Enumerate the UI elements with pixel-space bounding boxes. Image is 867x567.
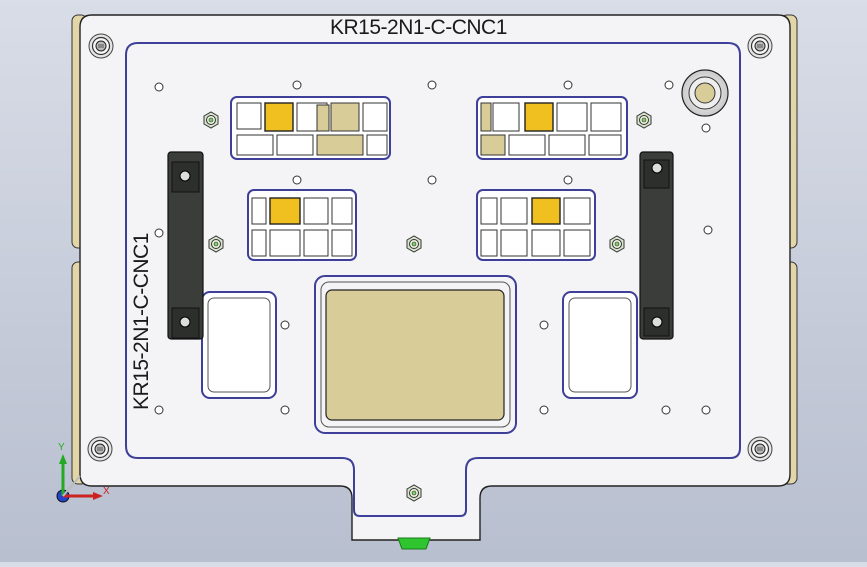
nut-icon xyxy=(208,235,224,253)
axis-triad-icon xyxy=(56,454,103,503)
pocket-upper-left xyxy=(230,96,391,160)
pocket-middle-right xyxy=(476,189,596,261)
handle-icon xyxy=(639,151,674,340)
screw-icon xyxy=(747,33,773,59)
screw-icon xyxy=(747,436,773,462)
nut-icon xyxy=(203,111,219,129)
nut-icon xyxy=(609,235,625,253)
engraving-top: KR15-2N1-C-CNC1 xyxy=(330,16,507,39)
pocket-lower-left xyxy=(201,291,277,399)
screw-icon xyxy=(87,436,113,462)
axis-y-label: Y xyxy=(58,442,65,453)
screw-icon xyxy=(88,33,114,59)
engraving-side: KR15-2N1-C-CNC1 xyxy=(130,233,153,410)
handle-icon xyxy=(167,151,204,340)
nut-icon xyxy=(406,235,422,253)
green-tab xyxy=(397,537,431,550)
center-pad xyxy=(314,275,517,434)
pocket-upper-right xyxy=(476,96,628,160)
pocket-middle-left xyxy=(247,189,357,261)
axis-x-label: X xyxy=(103,486,110,497)
locating-pin-icon xyxy=(681,69,729,117)
nut-icon xyxy=(406,484,422,502)
nut-icon xyxy=(636,111,652,129)
pocket-lower-right xyxy=(562,291,638,399)
